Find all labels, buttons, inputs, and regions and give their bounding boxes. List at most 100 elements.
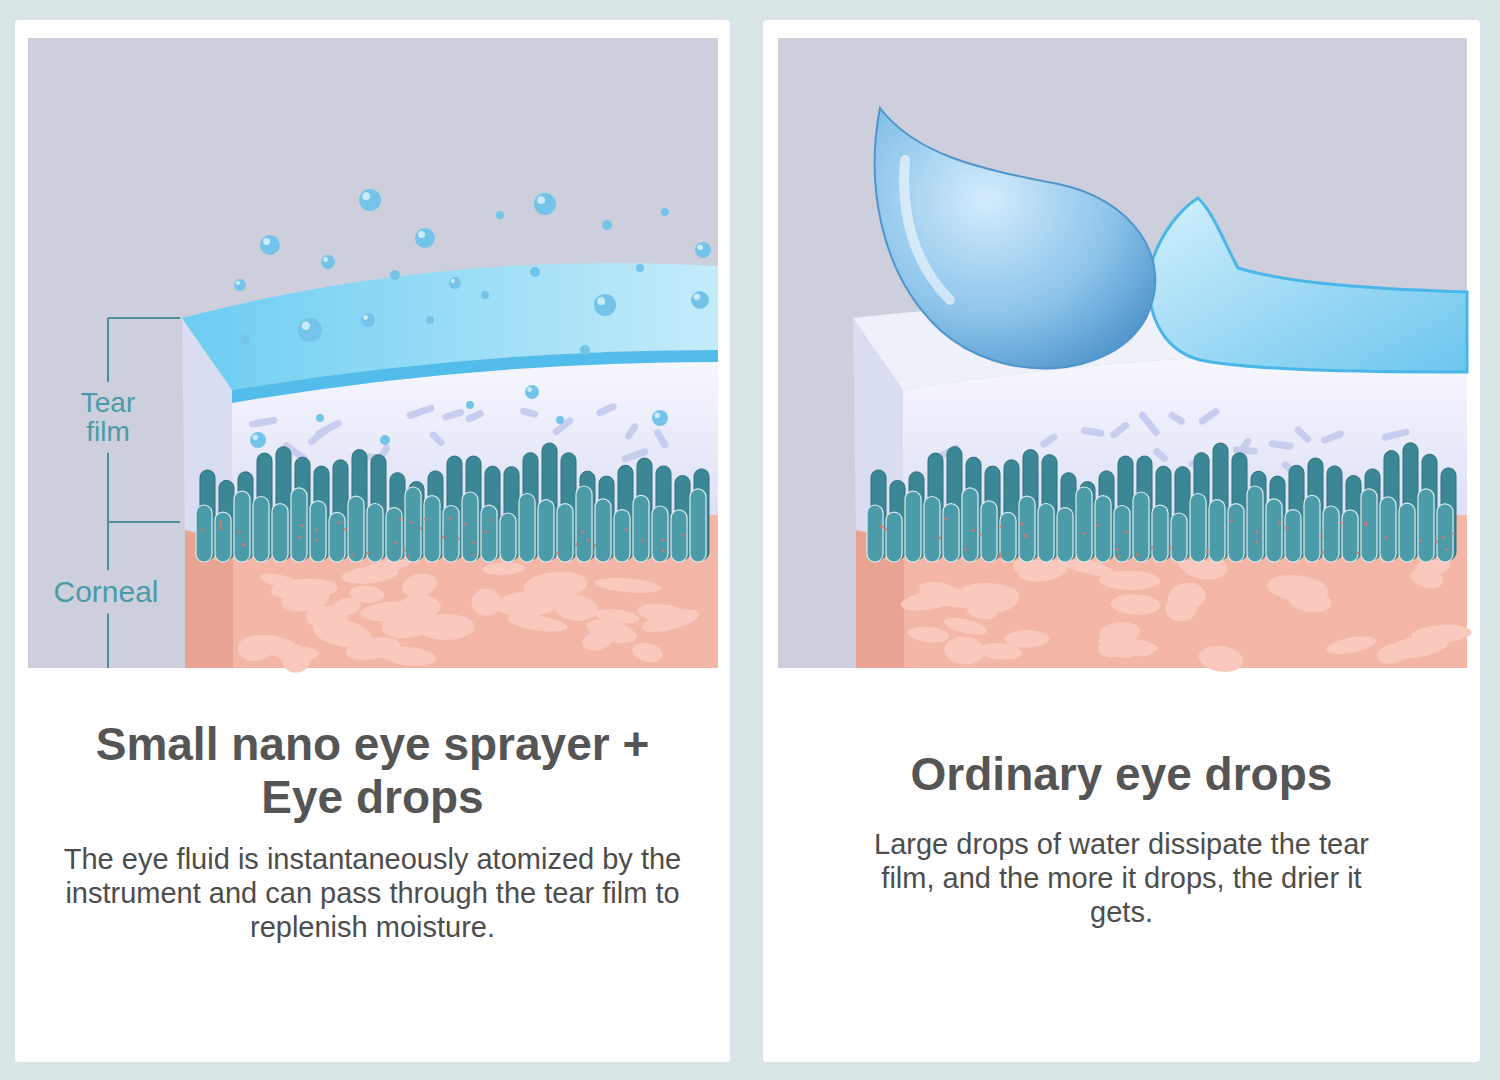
mist-droplet [466, 401, 474, 409]
mist-droplet [361, 313, 375, 327]
cell-dot [484, 530, 487, 533]
stroma-cell [594, 576, 662, 595]
cell-dot [394, 541, 397, 544]
epithelial-cell [867, 505, 883, 562]
cell-dot [938, 537, 941, 540]
cell-dot [587, 539, 590, 542]
mucin-dash [446, 412, 461, 417]
stroma-cell [976, 582, 1021, 615]
cell-dot [641, 539, 644, 542]
mist-droplet [240, 335, 250, 345]
cell-dot [424, 518, 427, 521]
epithelial-cell [1209, 500, 1225, 562]
cell-dot [1023, 534, 1026, 537]
card [763, 20, 1480, 1062]
mist-droplet [661, 208, 669, 216]
cell-dot [581, 531, 584, 534]
epithelial-cell [424, 496, 440, 562]
cell-dot [472, 541, 475, 544]
cell-dot [238, 530, 241, 533]
stroma-cell [1166, 580, 1208, 613]
cell-dot [999, 555, 1002, 558]
droplet-highlight [363, 315, 368, 320]
epithelial-cell [905, 491, 921, 562]
mucin-dash [410, 408, 431, 415]
atomized-mist [234, 189, 711, 448]
mist-droplet [691, 291, 709, 309]
epithelial-cell [1285, 510, 1301, 562]
mist-droplet [415, 228, 435, 248]
splash-drop [1149, 198, 1467, 372]
cell-dot [301, 524, 304, 527]
stroma-cell [360, 600, 423, 624]
stroma-cell [1324, 633, 1377, 657]
epithelial-cell [329, 512, 345, 562]
stroma-cell [482, 561, 525, 576]
stroma-cell [899, 585, 964, 615]
droplet-highlight [597, 297, 605, 305]
cell-dot [1136, 553, 1139, 556]
epithelial-cell [1076, 487, 1092, 562]
epithelial-cell [215, 512, 231, 562]
cell-dot [315, 529, 318, 532]
cell-dot [1000, 525, 1003, 528]
cell-dot [1442, 536, 1445, 539]
epithelial-cell [1266, 499, 1282, 562]
stroma-cell [1099, 570, 1161, 590]
epithelial-cell [1323, 506, 1339, 562]
cell-dot [1385, 537, 1388, 540]
cell-dot [219, 523, 222, 526]
stroma-cell [1385, 631, 1450, 662]
cell-dot [1025, 535, 1028, 538]
cell-dot [219, 520, 222, 523]
epithelial-cell [1038, 504, 1054, 563]
epithelial-cell [690, 489, 706, 562]
cell-dot [1151, 546, 1154, 549]
stroma-cell [1197, 643, 1245, 675]
bracket-tick [108, 521, 180, 523]
mucin-dash [1298, 430, 1308, 439]
cell-dot [557, 552, 560, 555]
cell-dot [575, 543, 578, 546]
mucin-dash [1272, 444, 1290, 447]
bracket-line [107, 614, 109, 669]
stroma-cell [1110, 593, 1160, 616]
epithelial-cell [386, 508, 402, 562]
mucin-dash [1236, 450, 1254, 452]
card [15, 20, 730, 1062]
cell-dot [1083, 532, 1086, 535]
stroma-cell [1004, 630, 1049, 648]
epithelial-cell [348, 496, 364, 562]
droplet-highlight [263, 238, 270, 245]
cell-dot [489, 519, 492, 522]
mist-droplet [426, 316, 434, 324]
epithelial-cell [462, 492, 478, 562]
cell-dot [999, 553, 1002, 556]
stroma-cell [553, 593, 599, 622]
droplet-highlight [362, 192, 370, 200]
cell-dot [1278, 521, 1281, 524]
mist-droplet [234, 279, 246, 291]
epithelial-cell [272, 504, 288, 562]
cell-dot [403, 549, 406, 552]
epithelial-cell [1152, 505, 1168, 562]
mist-droplet [652, 410, 668, 426]
mucin-dash [1385, 432, 1406, 437]
epithelial-cell [1380, 497, 1396, 562]
mucin-dash [1202, 412, 1216, 421]
mucin-dash [1142, 415, 1156, 432]
epithelial-cell [443, 506, 459, 563]
epithelial-cell [234, 491, 250, 562]
panel-caption: Ordinary eye dropsLarge drops of water d… [763, 748, 1480, 930]
cell-dot [1116, 548, 1119, 551]
epithelial-cell [1399, 503, 1415, 562]
mist-droplet [316, 414, 324, 422]
stroma-cell [1266, 572, 1330, 605]
eye-layers-sprayer [182, 263, 718, 673]
mist-droplet [298, 318, 322, 342]
mucin-dash [524, 411, 535, 414]
droplet-highlight [252, 434, 258, 440]
epithelial-cell [253, 497, 269, 563]
mucin-dash [625, 452, 645, 459]
mucin-dash [433, 435, 441, 442]
